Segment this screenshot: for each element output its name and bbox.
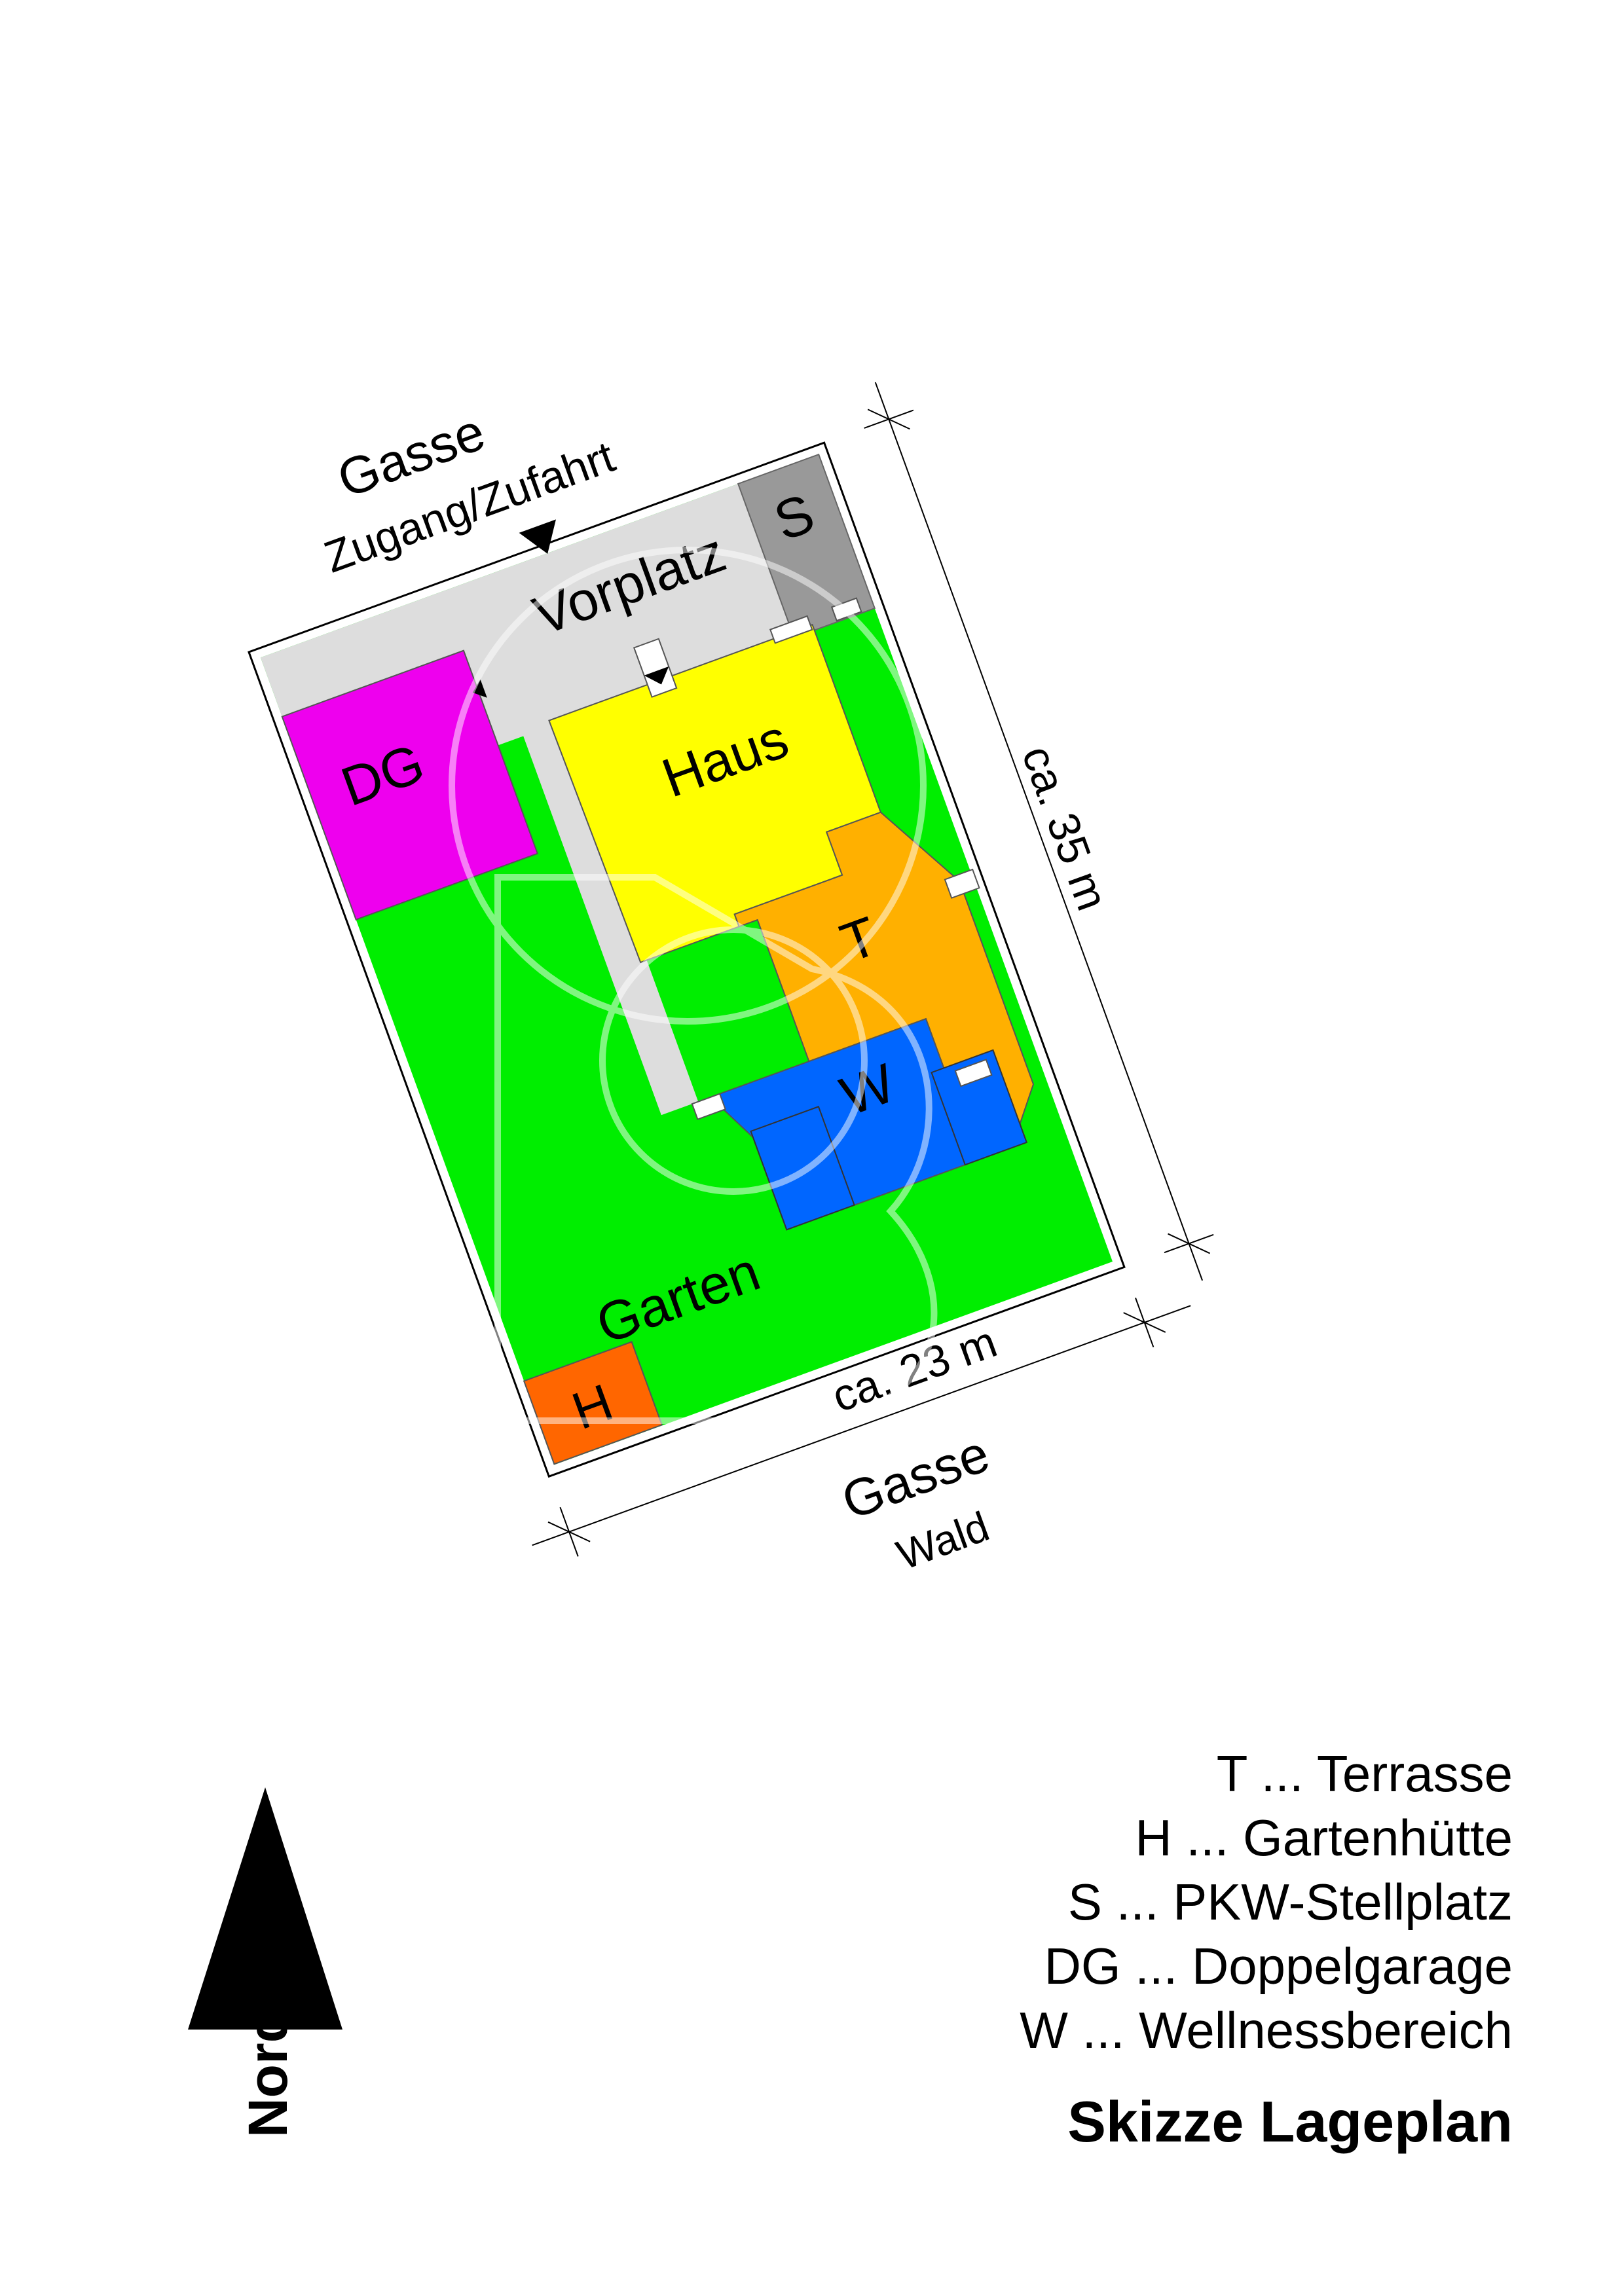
dimension-length-label: ca. 35 m [1012, 739, 1118, 917]
entrance-arrow-icon [472, 679, 487, 698]
garage-area [281, 649, 539, 920]
north-arrow-shaft [239, 2030, 291, 2134]
dimension-width [532, 1298, 1191, 1557]
page-title: Skizze Lageplan [1067, 2089, 1513, 2154]
forest-label: Wald [891, 1503, 995, 1579]
side-path [517, 708, 699, 1116]
watermark-logo [449, 547, 938, 1424]
legend-item: W ... Wellnessbereich [1020, 2001, 1513, 2059]
legend-item: DG ... Doppelgarage [1044, 1937, 1513, 1995]
door-marker [944, 868, 980, 899]
north-arrow: Norden [188, 1787, 342, 2138]
legend-item: S ... PKW-Stellplatz [1067, 1873, 1513, 1931]
legend: T ... Terrasse H ... Gartenhütte S ... P… [1020, 1741, 1513, 2062]
north-arrow-icon [188, 1787, 342, 2030]
entrance-arrow-icon [644, 666, 669, 685]
plot: Gasse Zugang/Zufahrt Vorplatz S DG Haus … [248, 382, 1214, 1579]
door-marker [633, 638, 678, 698]
north-label: Norden [237, 1945, 299, 2138]
entrance-arrow-icon [519, 519, 556, 554]
dimension-length [864, 382, 1214, 1281]
legend-item: H ... Gartenhütte [1135, 1809, 1513, 1867]
door-marker [769, 615, 813, 644]
wellness-room-right [931, 1049, 1028, 1166]
door-marker [954, 1059, 993, 1087]
door-marker [691, 1093, 726, 1120]
legend-item: T ... Terrasse [1216, 1745, 1513, 1802]
